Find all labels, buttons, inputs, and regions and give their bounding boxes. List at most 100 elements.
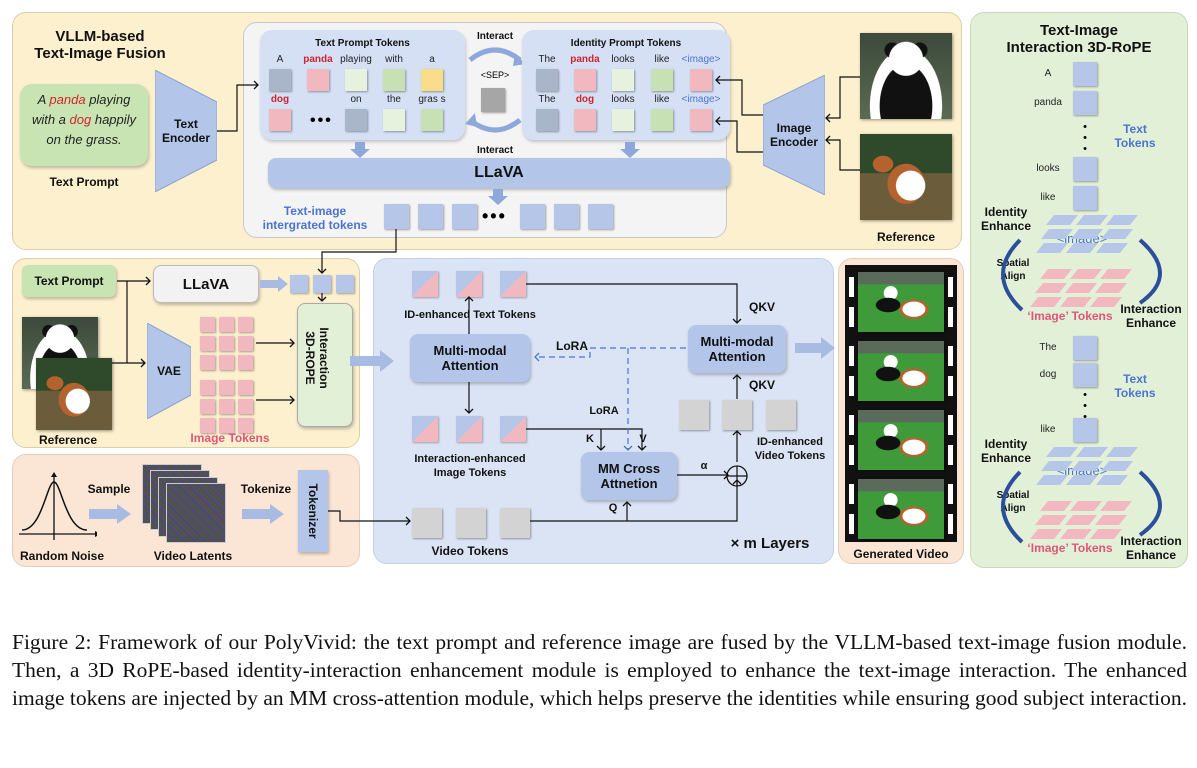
interaction-image-token — [500, 416, 526, 442]
id-video-tokens-label-1: ID-enhanced — [756, 436, 823, 448]
text-prompt-box-small: Text Prompt — [22, 265, 116, 297]
token-word: a — [429, 54, 435, 65]
token — [536, 69, 558, 91]
image-token — [200, 399, 215, 414]
rope-title-line1: Text-Image — [1039, 22, 1119, 39]
lora-label-mid: LoRA — [589, 405, 619, 417]
token — [307, 69, 329, 91]
integrated-token — [520, 204, 545, 229]
token-word: on — [350, 94, 362, 105]
alpha-label: α — [700, 460, 708, 472]
token-word: dog — [575, 94, 595, 105]
rope-word: A — [1044, 68, 1052, 79]
integrated-token — [452, 204, 477, 229]
token — [269, 69, 291, 91]
text-encoder-label-1: Text — [174, 117, 198, 131]
tokenizer-box — [298, 470, 328, 552]
id-text-token — [500, 271, 526, 297]
text-prompt-box: A panda playing with a dog happily on th… — [20, 84, 148, 166]
rope-image-tokens-label: ‘Image’ Tokens — [1027, 541, 1113, 555]
image-token — [219, 355, 234, 370]
llava-output-token — [313, 275, 331, 293]
random-noise-label: Random Noise — [19, 549, 104, 563]
token-word: like — [654, 54, 670, 65]
rope-text-token — [1073, 91, 1097, 115]
image-token — [238, 399, 253, 414]
rope-word: dog — [1039, 369, 1057, 380]
rope-text-token — [1073, 336, 1097, 360]
rope-text-token — [1073, 62, 1097, 86]
id-video-tokens-label-2: Video Tokens — [754, 450, 826, 462]
down-arrow-icon — [488, 189, 508, 205]
token — [345, 69, 367, 91]
film-hole — [948, 514, 953, 534]
image-token — [219, 336, 234, 351]
spatial-align-label-1: Spatial — [996, 490, 1030, 501]
film-hole — [849, 514, 854, 534]
token — [612, 69, 634, 91]
token-word: panda — [570, 54, 600, 65]
film-hole — [849, 307, 854, 327]
video-token — [500, 508, 530, 538]
token — [536, 109, 558, 131]
right-arrow-icon — [795, 337, 835, 359]
interact-arrows-icon — [465, 47, 525, 133]
fusion-title-line2: Text-Image Fusion — [34, 45, 166, 62]
k-label: K — [586, 433, 594, 445]
rope-word: like — [1040, 192, 1056, 203]
qkv-label-bottom: QKV — [748, 378, 775, 392]
film-hole — [948, 307, 953, 327]
rope-text-tokens-label-2: Tokens — [1114, 136, 1156, 150]
ellipsis: ••• — [482, 206, 507, 226]
m-layers-label: × m Layers — [730, 535, 810, 552]
gaussian-curve-icon — [19, 472, 97, 540]
interaction-enhance-label-1: Interaction — [1120, 302, 1182, 316]
id-video-token — [766, 400, 796, 430]
reference-image-dog — [860, 134, 952, 220]
token — [574, 69, 596, 91]
image-token — [219, 380, 234, 395]
integrated-token — [588, 204, 613, 229]
rope-label-1: Interaction — [317, 327, 331, 389]
rope-title-line2: Interaction 3D-RoPE — [1006, 39, 1152, 56]
video-token — [456, 508, 486, 538]
generated-video-label: Generated Video — [853, 547, 949, 561]
token — [345, 109, 367, 131]
image-token — [238, 336, 253, 351]
integrated-token — [554, 204, 579, 229]
image-token — [200, 355, 215, 370]
video-frame — [858, 341, 944, 401]
id-video-token — [722, 400, 752, 430]
sample-label: Sample — [87, 482, 131, 496]
identity-enhance-label-1: Identity — [984, 437, 1028, 451]
figure-caption: Figure 2: Framework of our PolyVivid: th… — [12, 630, 1188, 710]
film-hole — [948, 415, 953, 435]
right-arrow-icon — [260, 276, 288, 292]
image-encoder-label-1: Image — [776, 121, 812, 135]
llava-output-token — [290, 275, 308, 293]
token — [651, 109, 673, 131]
rope-word: panda — [1034, 97, 1062, 108]
token-word: like — [654, 94, 670, 105]
rope-word: like — [1040, 424, 1056, 435]
v-label: V — [639, 433, 647, 445]
token-word: looks — [611, 94, 635, 105]
token-word: panda — [303, 54, 333, 65]
image-encoder-label-2: Encoder — [769, 135, 818, 149]
text-prompt-label: Text Prompt — [49, 175, 119, 189]
image-tokens-label: Image Tokens — [190, 431, 270, 445]
token — [383, 109, 405, 131]
image-token — [200, 418, 215, 433]
rope-text-token — [1073, 418, 1097, 442]
down-arrow-icon — [350, 142, 370, 158]
interaction-tokens-label-2: Image Tokens — [433, 467, 507, 479]
token-word: with — [385, 54, 403, 65]
ellipsis: ••• — [310, 112, 333, 129]
token — [690, 109, 712, 131]
tokenizer-label: Tokenizer — [306, 483, 320, 539]
rope-text-token — [1073, 363, 1097, 387]
token-word: A — [276, 54, 284, 65]
token-word: The — [538, 54, 556, 65]
